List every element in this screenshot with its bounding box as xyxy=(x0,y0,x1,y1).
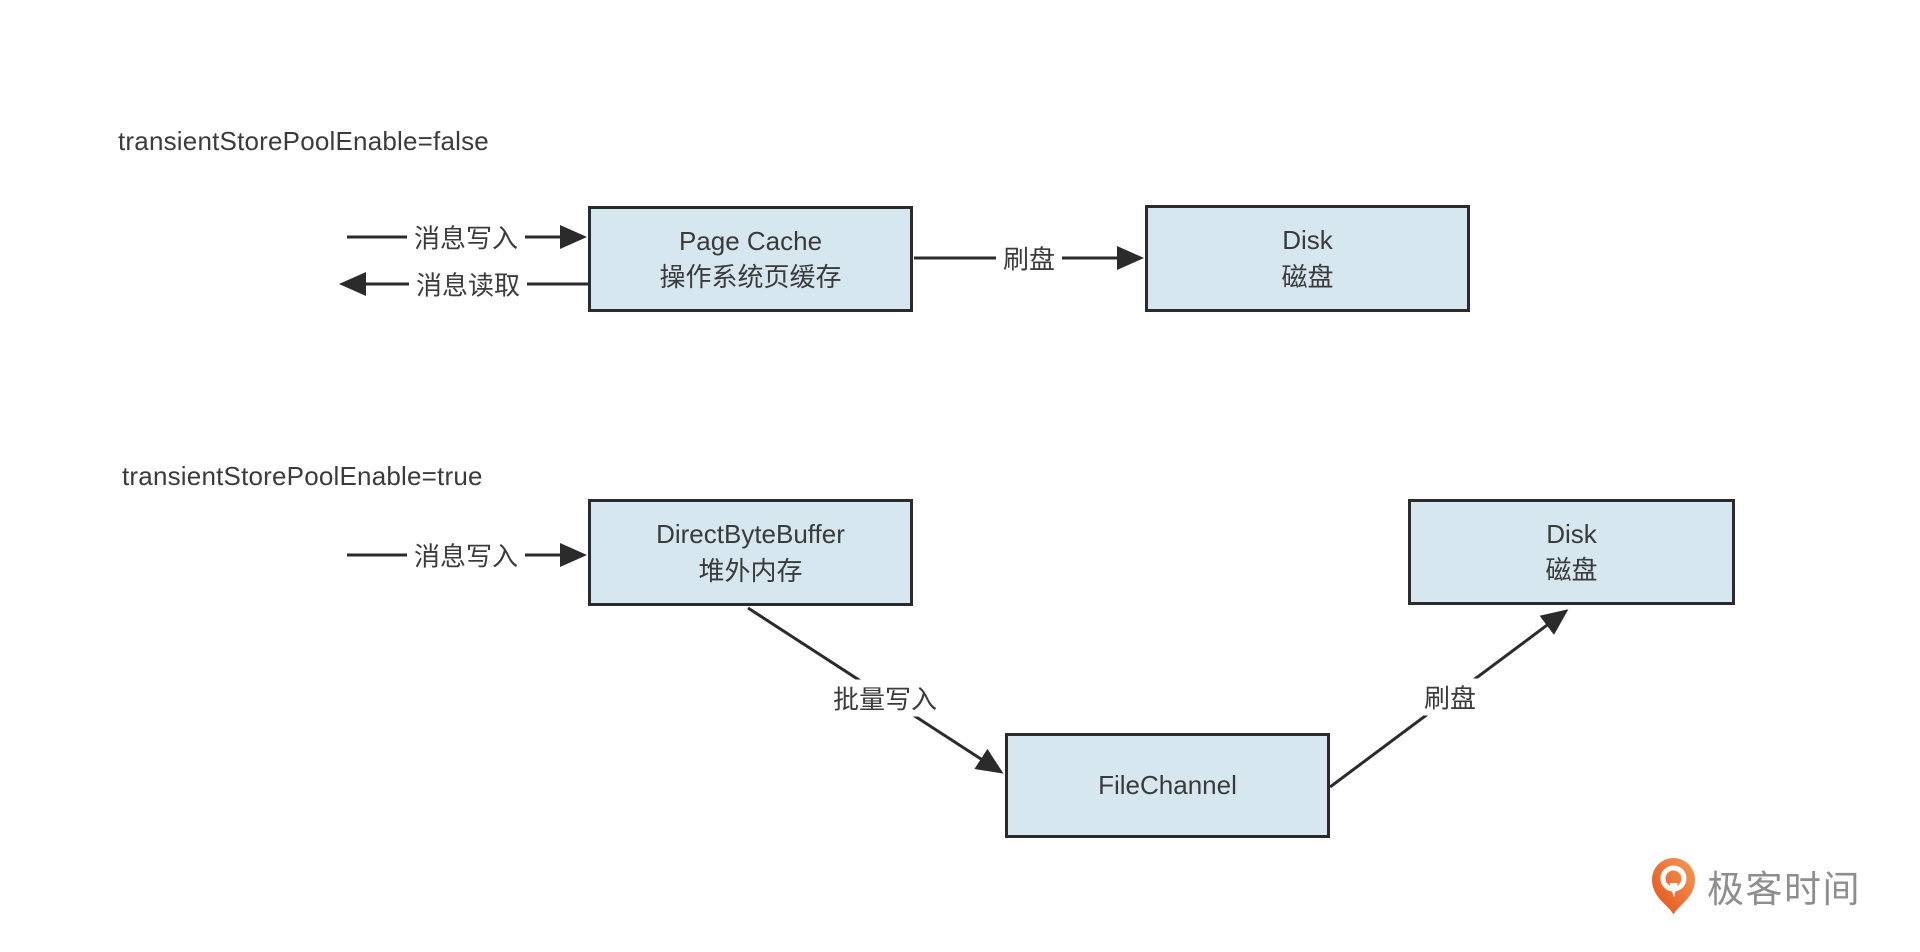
node-disk-1-title: Disk xyxy=(1282,225,1333,256)
node-page-cache: Page Cache 操作系统页缓存 xyxy=(588,206,913,312)
scenario-title-true: transientStorePoolEnable=true xyxy=(122,461,483,491)
geektime-logo: 极客时间 xyxy=(1650,856,1861,916)
node-page-cache-subtitle: 操作系统页缓存 xyxy=(659,262,842,292)
edge-label-message-write-1: 消息写入 xyxy=(406,218,526,256)
edge-label-batch-write: 批量写入 xyxy=(825,679,945,717)
edge-label-message-write-2: 消息写入 xyxy=(406,536,526,574)
geektime-logo-icon xyxy=(1652,858,1695,915)
node-file-channel-title: FileChannel xyxy=(1098,770,1237,801)
node-disk-2-subtitle: 磁盘 xyxy=(1545,555,1598,585)
node-page-cache-title: Page Cache xyxy=(678,225,823,256)
node-file-channel: FileChannel xyxy=(1005,733,1330,838)
edge-label-flush-1: 刷盘 xyxy=(995,239,1063,277)
node-direct-byte-buffer-subtitle: 堆外内存 xyxy=(698,555,803,586)
node-disk-2: Disk 磁盘 xyxy=(1408,499,1735,605)
scenario-title-false: transientStorePoolEnable=false xyxy=(118,126,489,156)
node-direct-byte-buffer-title: DirectByteBuffer xyxy=(656,519,845,550)
node-direct-byte-buffer: DirectByteBuffer 堆外内存 xyxy=(588,499,913,606)
node-disk-1: Disk 磁盘 xyxy=(1145,205,1470,312)
edge-label-message-read-1: 消息读取 xyxy=(408,265,528,303)
edge-label-flush-2: 刷盘 xyxy=(1416,678,1484,716)
geektime-logo-text: 极客时间 xyxy=(1707,869,1861,910)
node-disk-1-subtitle: 磁盘 xyxy=(1281,261,1334,292)
node-disk-2-title: Disk xyxy=(1546,518,1597,549)
